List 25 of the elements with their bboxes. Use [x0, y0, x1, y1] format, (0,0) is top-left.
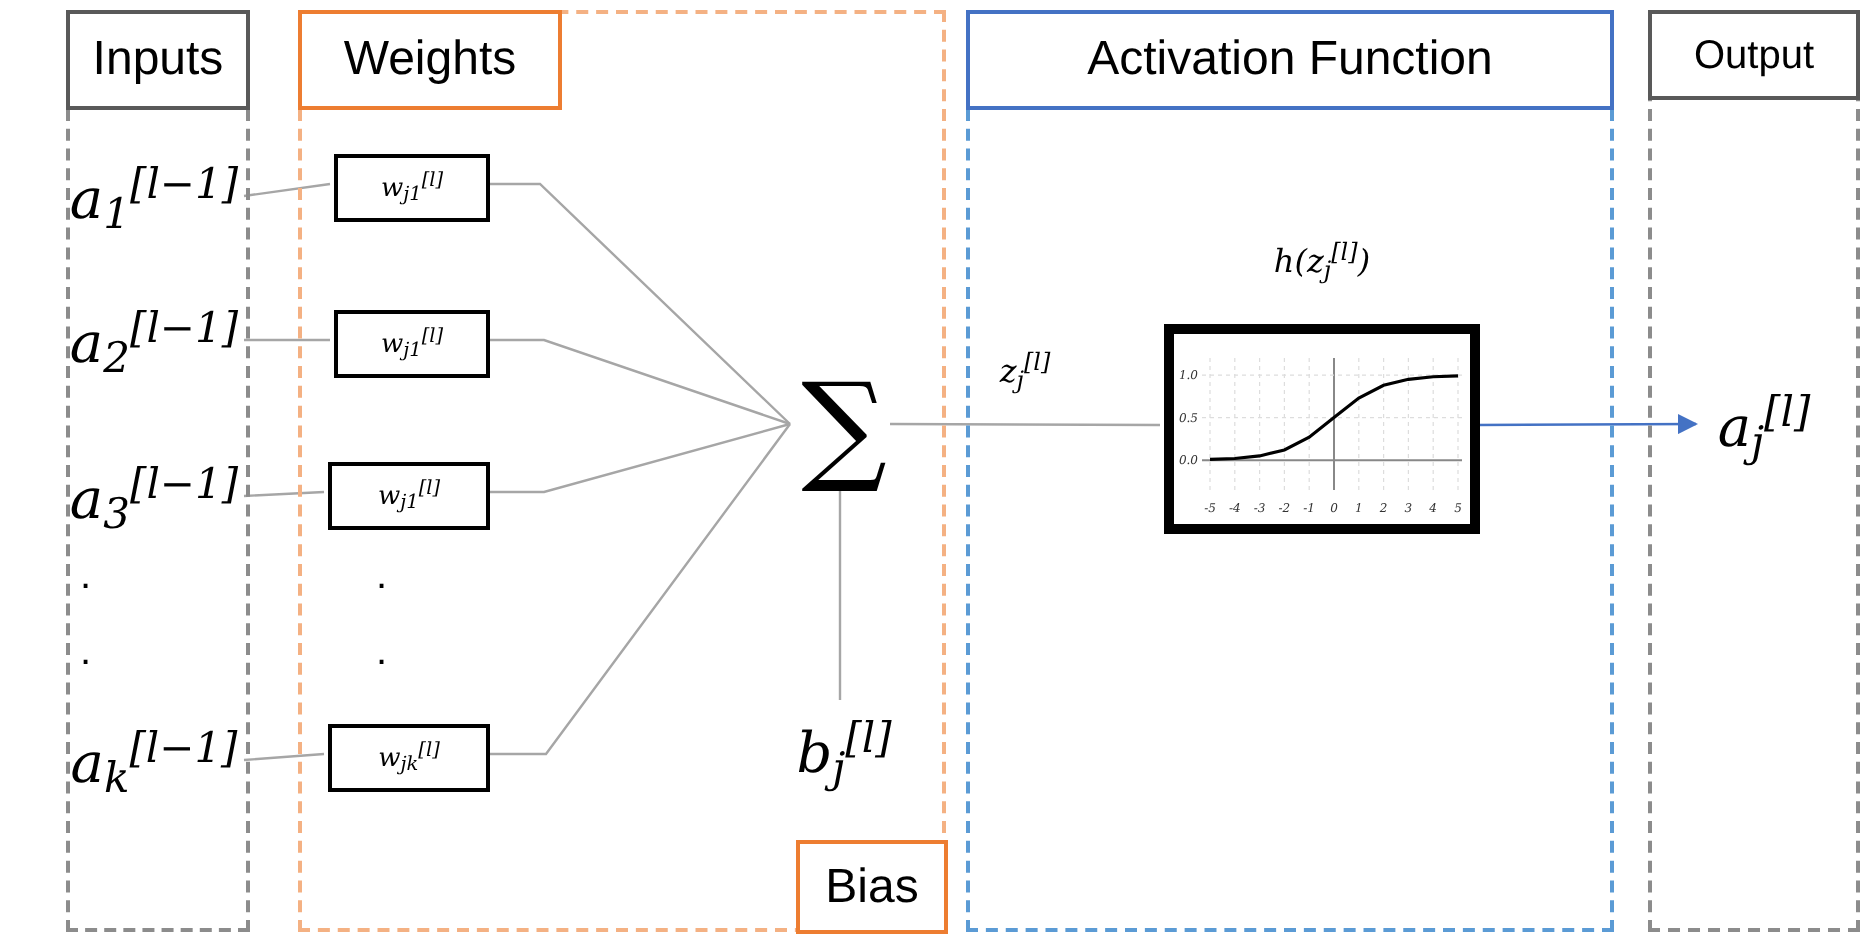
dashed-column — [66, 10, 250, 932]
connector-line — [486, 182, 791, 425]
column-header: Inputs — [66, 10, 250, 110]
dashed-column — [298, 10, 946, 932]
ellipsis-dot: . — [80, 556, 92, 596]
ellipsis-dot: . — [376, 556, 388, 596]
dashed-column — [966, 10, 1614, 932]
ellipsis-dot: . — [376, 632, 388, 672]
connector-line — [243, 752, 325, 762]
connector-line — [890, 422, 1160, 427]
connector-line — [243, 490, 325, 498]
ellipsis-dot: . — [80, 632, 92, 672]
dashed-column — [1648, 10, 1860, 932]
connector-line — [838, 488, 842, 700]
column-header: Weights — [298, 10, 562, 110]
connector-line — [486, 423, 791, 756]
connector-line — [486, 422, 791, 494]
column-header: Output — [1648, 10, 1860, 100]
connector-line — [243, 182, 331, 198]
connector-line — [486, 338, 791, 426]
connector-line — [244, 338, 330, 342]
summation-symbol: ∑ — [794, 364, 894, 492]
arrow — [1476, 414, 1698, 435]
bias-label-box: Bias — [796, 840, 948, 934]
column-header: Activation Function — [966, 10, 1614, 110]
